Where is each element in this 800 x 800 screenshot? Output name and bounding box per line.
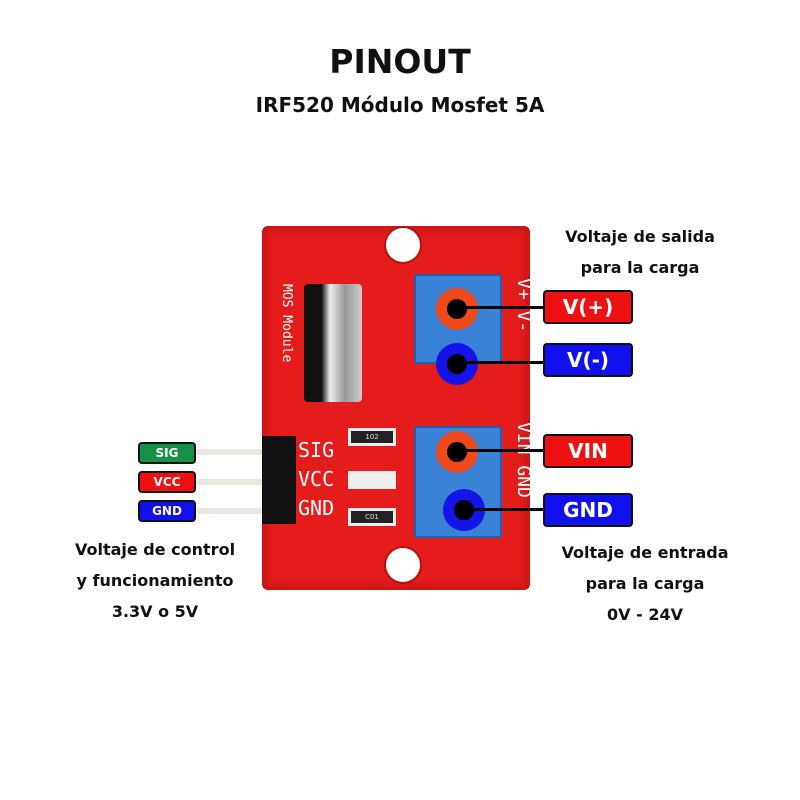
leader-line (458, 361, 544, 364)
resistor-top: 102 (348, 428, 396, 446)
page-title: PINOUT (329, 42, 471, 81)
label-vin: VIN (543, 434, 633, 468)
header-pin-labels: SIG VCC GND (298, 436, 334, 523)
control-note-line: Voltaje de control (74, 540, 236, 559)
pin-header (262, 436, 296, 524)
vminus-screw (436, 343, 478, 385)
input-note: Voltaje de entrada para la carga 0V - 24… (520, 537, 770, 630)
output-note-line: para la carga (580, 258, 700, 277)
leader-line (458, 449, 544, 452)
pin-label-sig: SIG (298, 438, 335, 462)
label-sig: SIG (138, 442, 196, 464)
label-gnd: GND (543, 493, 633, 527)
label-vcc: VCC (138, 471, 196, 493)
mount-hole-bottom (384, 546, 422, 584)
sig-wire (196, 449, 266, 455)
control-note-line: y funcionamiento (76, 571, 234, 590)
output-note-line: Voltaje de salida (565, 227, 715, 246)
resistor-bottom: C01 (348, 508, 396, 526)
mount-hole-top (384, 226, 422, 264)
vin-screw (436, 431, 478, 473)
page-subtitle: IRF520 Módulo Mosfet 5A (255, 93, 545, 117)
pin-label-gnd: GND (298, 496, 335, 520)
input-terminal-label: VIN GND (513, 422, 534, 498)
leader-line (458, 306, 544, 309)
vplus-screw (436, 288, 478, 330)
mosfet-chip (304, 284, 362, 402)
vcc-wire (196, 479, 266, 485)
control-note: Voltaje de control y funcionamiento 3.3V… (40, 534, 270, 627)
input-note-line: 0V - 24V (607, 605, 683, 624)
module-label: MOS Module (279, 284, 294, 363)
input-note-line: Voltaje de entrada (561, 543, 729, 562)
label-gnd-left: GND (138, 500, 196, 522)
label-vplus: V(+) (543, 290, 633, 324)
output-note: Voltaje de salida para la carga (520, 221, 760, 283)
pin-label-vcc: VCC (298, 467, 335, 491)
leader-line (465, 508, 544, 511)
label-vminus: V(-) (543, 343, 633, 377)
input-note-line: para la carga (585, 574, 705, 593)
gnd-wire (196, 508, 266, 514)
mosfet-board: MOS Module V+ V- VIN GND SIG VCC GND 102… (262, 226, 534, 590)
control-note-line: 3.3V o 5V (111, 602, 199, 621)
led (348, 471, 396, 489)
